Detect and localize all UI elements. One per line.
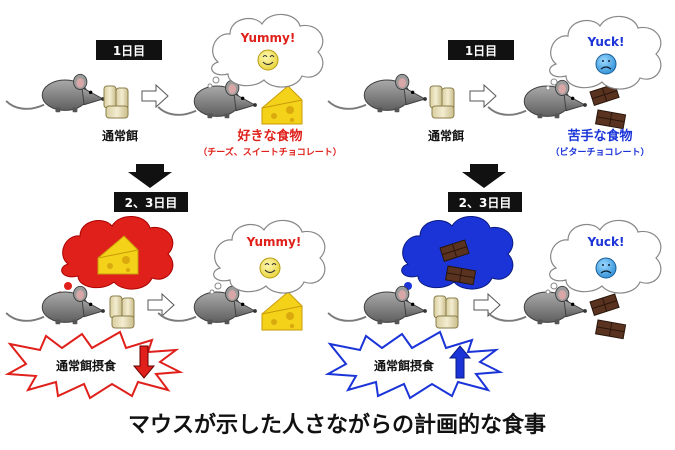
right-down-arrow [462,164,506,188]
intake-down-arrow-icon [132,345,156,379]
left-thought-cloud-2 [209,219,326,295]
left-day1-box [96,40,162,60]
right-day23-label: 2、3日目 [459,196,512,210]
right-intake-label: 通常餌摂食 [374,358,435,373]
left-pellets-2 [109,295,135,329]
left-feed-label: 通常餌 [102,128,138,143]
left-food-sub: （チーズ、スイートチョコレート） [198,146,342,158]
left-arrow-2 [147,293,175,317]
left-pellets-1 [103,85,129,119]
intake-up-arrow-icon [448,345,472,379]
left-day23-label: 2、3日目 [125,196,178,210]
right-mouse-1 [327,73,428,114]
left-arrow-1 [141,84,169,108]
right-feed-label: 通常餌 [428,128,464,143]
right-pellets-1 [429,85,455,119]
right-arrow-2 [473,293,501,317]
left-day23-box [114,192,188,212]
right-food-sub: （ビターチョコレート） [550,146,649,158]
right-day1-box [448,40,514,60]
left-mouse-1 [5,73,106,114]
left-down-arrow [128,164,172,188]
right-mouse-4 [487,285,588,326]
right-arrow-1 [469,84,497,108]
right-pellets-2 [433,295,459,329]
bottom-title: マウスが示した人さながらの計画的な食事 [128,412,546,438]
right-thought-text-1: Yuck! [587,35,625,49]
right-chocolate-2 [589,293,627,340]
left-thought-cloud-1 [207,13,324,89]
right-thought-cloud-2 [545,219,662,295]
right-mouse-2 [487,79,588,120]
right-thought-cloud-1 [545,15,662,91]
left-intake-label: 通常餌摂食 [56,358,117,373]
cheese-icon [261,85,303,125]
right-intake-burst [324,330,504,400]
right-food-label: 苦手な食物 [567,128,632,144]
left-cheese-2 [261,291,303,331]
left-intake-burst [4,330,184,400]
left-food-label: 好きな食物 [236,128,302,144]
left-day1-label: 1日目 [113,44,145,58]
right-mouse-3 [327,285,428,326]
left-thought-text-2: Yummy! [246,235,302,249]
left-thought-text-1: Yummy! [240,31,296,45]
chocolate-icon [589,83,627,130]
right-day1-label: 1日目 [465,44,497,58]
left-mouse-3 [5,285,106,326]
right-thought-text-2: Yuck! [587,235,625,249]
right-day23-box [448,192,522,212]
